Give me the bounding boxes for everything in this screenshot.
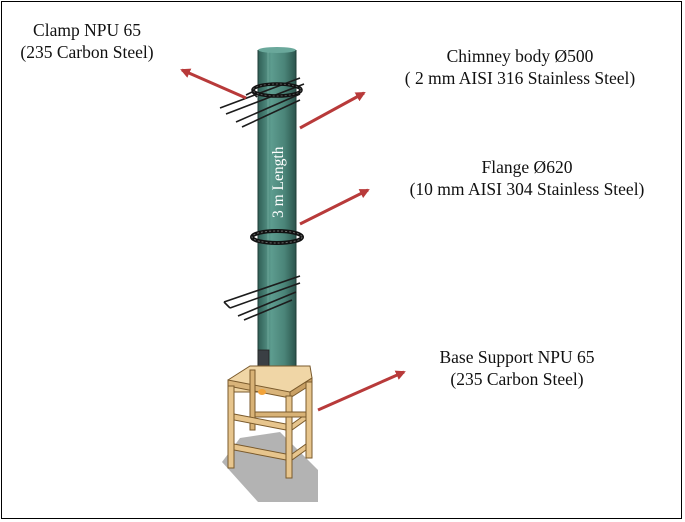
chimney-body-label-name: Chimney body Ø500 bbox=[446, 46, 594, 66]
arrow-flange bbox=[299, 188, 370, 226]
flange-label: Flange Ø620 (10 mm AISI 304 Stainless St… bbox=[382, 156, 672, 200]
flange-label-name: Flange Ø620 bbox=[481, 157, 573, 177]
chimney-body-label: Chimney body Ø500 ( 2 mm AISI 316 Stainl… bbox=[374, 45, 666, 89]
middle-flange bbox=[250, 229, 304, 245]
base-weld-highlight bbox=[258, 389, 266, 395]
length-label: 3 m Length bbox=[270, 146, 287, 218]
lower-clamp bbox=[223, 275, 301, 321]
flange-label-material: (10 mm AISI 304 Stainless Steel) bbox=[409, 179, 645, 199]
arrow-chimney-body bbox=[299, 91, 366, 130]
chimney-body bbox=[257, 47, 297, 390]
ground-shadow bbox=[222, 432, 318, 502]
clamp-label-material: (235 Carbon Steel) bbox=[20, 42, 154, 62]
base-support-label-material: (235 Carbon Steel) bbox=[450, 369, 584, 389]
top-flange bbox=[251, 82, 303, 98]
arrow-base-support bbox=[317, 370, 406, 412]
base-support-label: Base Support NPU 65 (235 Carbon Steel) bbox=[420, 346, 614, 390]
base-support-label-name: Base Support NPU 65 bbox=[439, 347, 595, 367]
base-support-frame bbox=[227, 365, 313, 479]
clamp-label-name: Clamp NPU 65 bbox=[33, 20, 141, 40]
arrow-clamp bbox=[180, 68, 247, 100]
leader-arrows bbox=[180, 68, 406, 412]
chimney-body-label-material: ( 2 mm AISI 316 Stainless Steel) bbox=[404, 68, 636, 88]
clamp-label: Clamp NPU 65 (235 Carbon Steel) bbox=[4, 19, 170, 63]
